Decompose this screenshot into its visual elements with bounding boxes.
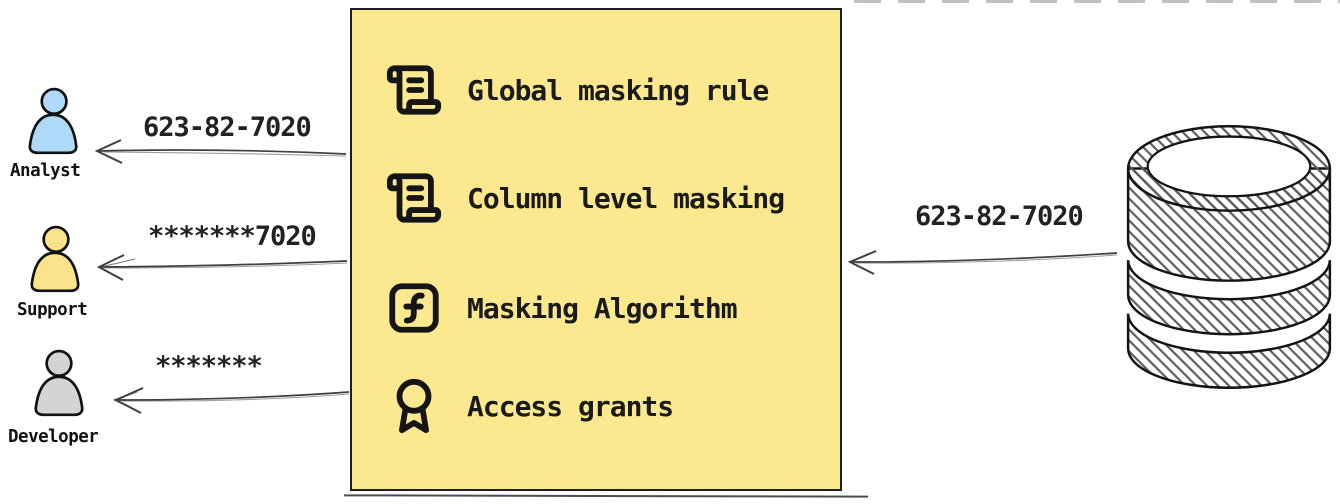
flow-value-source: 623-82-7020 bbox=[915, 201, 1084, 232]
person-icon bbox=[30, 225, 80, 293]
panel-row-label: Column level masking bbox=[467, 181, 785, 215]
arrow-to-developer bbox=[112, 387, 350, 414]
scroll-icon bbox=[386, 173, 442, 223]
user-support-label: Support bbox=[17, 300, 88, 320]
arrow-to-support bbox=[96, 254, 348, 281]
user-support bbox=[24, 225, 86, 301]
flow-value-developer: ******* bbox=[155, 351, 263, 382]
panel-row-access-grants: Access grants bbox=[385, 376, 674, 436]
flow-value-analyst: 623-82-7020 bbox=[143, 112, 312, 143]
person-icon bbox=[28, 87, 78, 155]
user-analyst bbox=[20, 87, 82, 163]
flow-value-support: *******7020 bbox=[148, 221, 317, 252]
scroll-icon bbox=[386, 65, 442, 115]
user-developer bbox=[28, 349, 90, 425]
panel-row-masking-algorithm: Masking Algorithm bbox=[385, 278, 738, 338]
panel-row-label: Global masking rule bbox=[467, 73, 769, 107]
award-icon bbox=[396, 378, 432, 434]
database-icon bbox=[1124, 122, 1334, 392]
panel-row-global-masking-rule: Global masking rule bbox=[385, 60, 769, 120]
panel-row-column-level-masking: Column level masking bbox=[385, 168, 785, 228]
panel-understroke bbox=[343, 494, 869, 498]
panel-row-label: Masking Algorithm bbox=[467, 291, 738, 325]
arrow-to-analyst bbox=[94, 139, 347, 164]
arrow-db-to-panel bbox=[847, 250, 1118, 275]
user-developer-label: Developer bbox=[8, 427, 99, 447]
masking-panel: Global masking rule Column level masking… bbox=[350, 8, 842, 491]
user-analyst-label: Analyst bbox=[10, 161, 81, 181]
person-icon bbox=[34, 349, 84, 417]
function-icon bbox=[389, 283, 439, 333]
panel-row-label: Access grants bbox=[467, 389, 674, 423]
